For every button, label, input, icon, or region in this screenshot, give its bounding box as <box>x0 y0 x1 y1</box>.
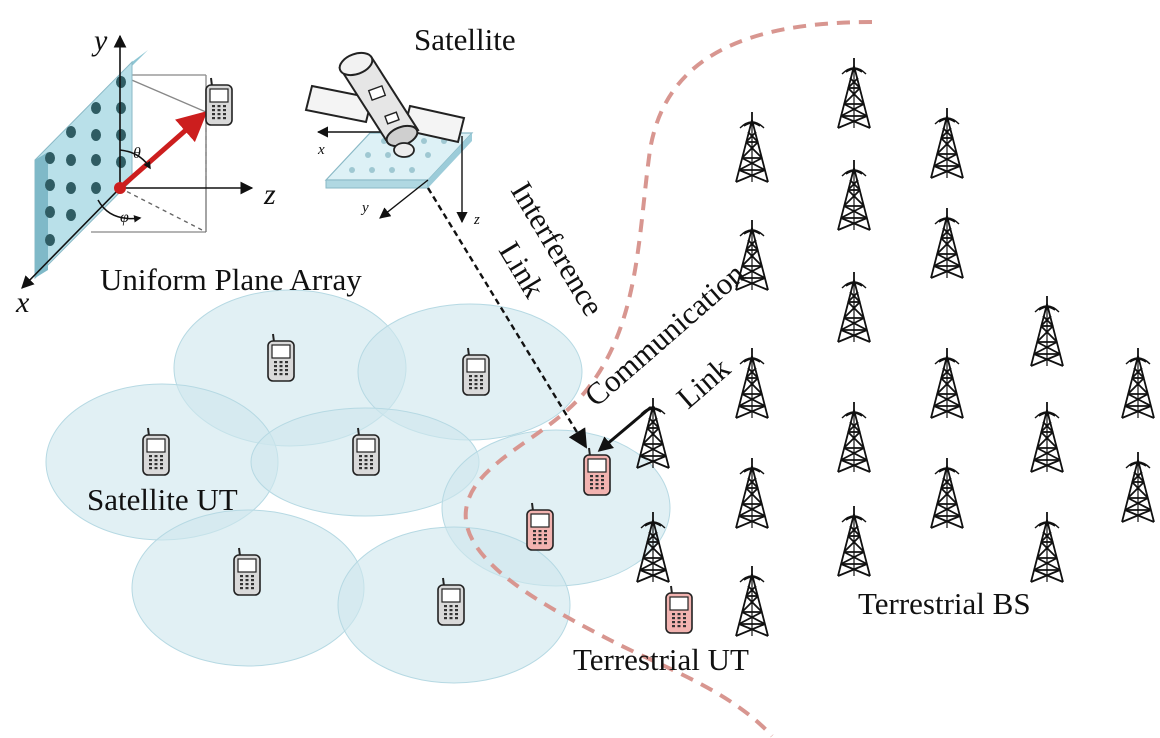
communication-label: Communication <box>578 255 752 413</box>
interference-link-arrow <box>426 187 588 449</box>
cell-tower-icon <box>1121 347 1155 419</box>
terrestrial-ut-label: Terrestrial UT <box>573 642 749 677</box>
cell-tower-icon <box>735 565 769 637</box>
cell-tower-icon <box>1030 295 1064 367</box>
cell-tower-icon <box>930 207 964 279</box>
theta-label: θ <box>133 145 141 162</box>
cell-tower-icon <box>837 505 871 577</box>
cell-tower-icon <box>837 57 871 129</box>
satellite-ut-label: Satellite UT <box>87 482 238 517</box>
terrestrial-bs-label: Terrestrial BS <box>858 586 1031 621</box>
cell-tower-icon <box>1121 451 1155 523</box>
mobile-phone-icon <box>352 427 380 476</box>
array-elements <box>45 76 126 246</box>
uniform-plane-array: θ φ y z x <box>15 24 276 319</box>
mobile-phone-icon <box>205 77 233 126</box>
mobile-phone-icon <box>665 585 693 634</box>
cell-tower-icon <box>930 107 964 179</box>
cell-tower-icon <box>735 219 769 291</box>
satellite-icon <box>304 51 466 158</box>
mobile-phone-icon <box>233 547 261 596</box>
mobile-phone-icon <box>526 502 554 551</box>
cell-tower-icon <box>930 457 964 529</box>
mobile-phone-icon <box>437 577 465 626</box>
cell-tower-icon <box>735 347 769 419</box>
cell-tower-icon <box>735 457 769 529</box>
cell-tower-icon <box>1030 401 1064 473</box>
mobile-phone-icon <box>267 333 295 382</box>
cell-tower-icon <box>837 271 871 343</box>
mobile-phone-icon <box>462 347 490 396</box>
cell-tower-icon <box>636 397 670 469</box>
cell-tower-icon <box>930 347 964 419</box>
sat-z-axis-label: z <box>473 212 480 228</box>
array-panel <box>35 152 48 278</box>
upa-label: Uniform Plane Array <box>100 262 362 297</box>
mobile-phone-icon <box>142 427 170 476</box>
upa-y-axis-label: y <box>91 24 108 57</box>
communication-link-label: Link <box>670 350 738 415</box>
beam-direction-arrow <box>118 111 208 190</box>
upa-z-axis-label: z <box>263 178 276 211</box>
sat-x-axis-label: x <box>317 142 325 158</box>
upa-x-axis-label: x <box>15 286 30 319</box>
phi-label: φ <box>120 209 129 226</box>
coverage-boundary <box>463 20 873 738</box>
satellite-label: Satellite <box>414 22 516 57</box>
sat-y-axis-label: y <box>360 200 369 216</box>
mobile-phone-icon <box>583 447 611 496</box>
terrestrial-base-stations <box>636 57 1155 637</box>
cell-tower-icon <box>735 111 769 183</box>
cell-tower-icon <box>837 159 871 231</box>
cell-tower-icon <box>1030 511 1064 583</box>
cell-tower-icon <box>837 401 871 473</box>
